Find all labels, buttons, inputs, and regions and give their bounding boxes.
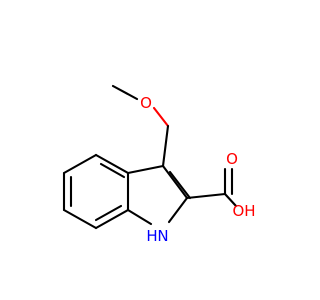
- bond-c7-c6: [62, 208, 98, 230]
- bond-c3a-c4-double: [99, 162, 126, 179]
- bond-c7a-c7: [94, 208, 130, 230]
- bond-c-oh: [223, 192, 238, 208]
- bond-c2-cooh: [185, 192, 227, 200]
- bond-c4-c3a: [94, 153, 130, 175]
- bond-c3a-c3: [126, 164, 165, 175]
- bond-c3-c2-double: [168, 170, 192, 200]
- atom-ether-oxygen: O: [140, 94, 152, 112]
- bond-c2-n: [167, 196, 189, 224]
- atom-hydroxyl: OH: [232, 202, 255, 220]
- atom-amine-n: N: [157, 227, 168, 245]
- atom-carbonyl-oxygen: O: [226, 150, 238, 168]
- bond-c7-c7a-double: [94, 204, 123, 222]
- bond-methyl-o: [111, 84, 139, 101]
- bond-n-c7a: [126, 208, 153, 226]
- molecule-canvas: O O OH H N: [62, 84, 256, 245]
- structure-diagram: O O OH H N: [62, 84, 256, 245]
- bond-c5-c4: [62, 153, 98, 175]
- bond-o-ch2: [152, 106, 170, 128]
- bond-ch2-c3: [161, 124, 170, 168]
- atom-amine-h: H: [146, 227, 157, 245]
- bond-c3-c2: [161, 164, 189, 200]
